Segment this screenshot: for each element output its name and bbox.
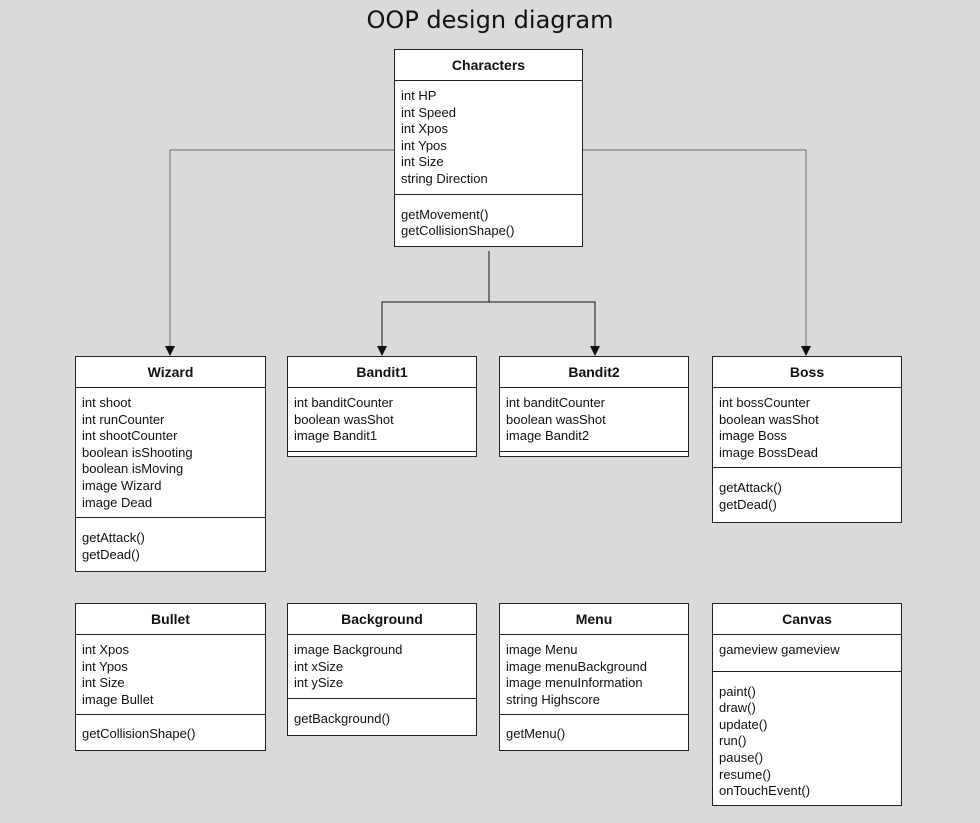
attribute-row: int ySize <box>294 675 344 691</box>
attribute-row: int Ypos <box>82 658 128 674</box>
page-title: OOP design diagram <box>366 6 614 34</box>
method-row: update() <box>719 716 768 732</box>
attribute-row: int Xpos <box>401 121 448 137</box>
attribute-row: int banditCounter <box>294 395 394 410</box>
attribute-row: int Size <box>82 675 125 691</box>
attribute-row: int Speed <box>401 104 456 120</box>
attribute-row: int xSize <box>294 658 344 674</box>
class-methods-bullet: getCollisionShape() <box>76 715 265 750</box>
class-methods-bandit2 <box>500 452 688 456</box>
attribute-row: int shootCounter <box>82 428 178 444</box>
class-attributes-bandit1: int banditCounter boolean wasShot image … <box>288 388 476 452</box>
attribute-row: int bossCounter <box>719 395 811 410</box>
attribute-row: int banditCounter <box>506 395 606 410</box>
method-row: getBackground() <box>294 710 391 726</box>
attribute-row: image Bandit1 <box>294 428 378 444</box>
connector-characters-bandit2 <box>489 301 600 356</box>
class-attributes-bullet: int Xpos int Ypos int Size image Bullet <box>76 635 265 716</box>
class-attributes-wizard: int shoot int runCounter int shootCounte… <box>76 388 265 519</box>
attribute-row: int HP <box>401 88 437 103</box>
method-row: getDead() <box>719 496 777 512</box>
attribute-row: boolean isMoving <box>82 461 184 477</box>
attribute-row: image Bandit2 <box>506 428 590 444</box>
attribute-row: int Size <box>401 154 444 170</box>
class-name-canvas: Canvas <box>713 604 901 635</box>
method-row: draw() <box>719 700 756 716</box>
attribute-row: string Direction <box>401 170 488 186</box>
attribute-row: image Menu <box>506 642 578 657</box>
attribute-row: image Bullet <box>82 691 154 707</box>
attribute-row: string Highscore <box>506 691 600 707</box>
class-methods-boss: getAttack() getDead() <box>713 468 901 521</box>
class-name-characters: Characters <box>395 50 582 81</box>
class-methods-wizard: getAttack() getDead() <box>76 518 265 571</box>
method-row: getCollisionShape() <box>82 726 196 742</box>
method-row: run() <box>719 733 747 749</box>
attribute-row: image BossDead <box>719 444 818 460</box>
class-attributes-canvas: gameview gameview <box>713 635 901 672</box>
attribute-row: boolean isShooting <box>82 444 193 460</box>
class-box-bandit1: Bandit1 int banditCounter boolean wasSho… <box>287 356 477 457</box>
class-methods-characters: getMovement() getCollisionShape() <box>395 195 582 246</box>
attribute-row: int Ypos <box>401 137 447 153</box>
attribute-row: image menuBackground <box>506 658 647 674</box>
attribute-row: image menuInformation <box>506 675 643 691</box>
class-methods-canvas: paint() draw() update() run() pause() re… <box>713 672 901 805</box>
class-name-wizard: Wizard <box>76 357 265 388</box>
attribute-row: boolean wasShot <box>294 411 394 427</box>
class-name-bullet: Bullet <box>76 604 265 635</box>
method-row: getMovement() <box>401 206 489 222</box>
attribute-row: int shoot <box>82 395 132 410</box>
class-name-menu: Menu <box>500 604 688 635</box>
class-box-background: Background image Background int xSize in… <box>287 603 477 737</box>
attribute-row: int Xpos <box>82 642 129 657</box>
attribute-row: image Boss <box>719 428 787 444</box>
class-methods-bandit1 <box>288 452 476 456</box>
method-row: getCollisionShape() <box>401 223 515 239</box>
class-attributes-menu: image Menu image menuBackground image me… <box>500 635 688 716</box>
class-box-bullet: Bullet int Xpos int Ypos int Size image … <box>75 603 266 751</box>
method-row: getAttack() <box>82 530 145 546</box>
class-attributes-bandit2: int banditCounter boolean wasShot image … <box>500 388 688 452</box>
method-row: onTouchEvent() <box>719 783 811 799</box>
class-box-boss: Boss int bossCounter boolean wasShot ima… <box>712 356 902 523</box>
connector-characters-boss <box>583 149 811 356</box>
method-row: paint() <box>719 683 756 699</box>
attribute-row: image Wizard <box>82 477 162 493</box>
attribute-row: int runCounter <box>82 411 165 427</box>
method-row: pause() <box>719 749 764 765</box>
class-name-boss: Boss <box>713 357 901 388</box>
method-row: getAttack() <box>719 480 782 496</box>
class-attributes-boss: int bossCounter boolean wasShot image Bo… <box>713 388 901 469</box>
class-box-wizard: Wizard int shoot int runCounter int shoo… <box>75 356 266 573</box>
class-name-bandit1: Bandit1 <box>288 357 476 388</box>
class-methods-background: getBackground() <box>288 699 476 736</box>
attribute-row: gameview gameview <box>719 642 840 657</box>
method-row: getDead() <box>82 546 140 562</box>
class-box-characters: Characters int HP int Speed int Xpos int… <box>394 49 583 247</box>
attribute-row: boolean wasShot <box>719 411 819 427</box>
class-name-bandit2: Bandit2 <box>500 357 688 388</box>
attribute-row: boolean wasShot <box>506 411 606 427</box>
class-methods-menu: getMenu() <box>500 715 688 750</box>
class-attributes-background: image Background int xSize int ySize <box>288 635 476 699</box>
attribute-row: image Dead <box>82 494 153 510</box>
method-row: getMenu() <box>506 726 566 742</box>
connector-characters-wizard <box>165 149 395 356</box>
class-name-background: Background <box>288 604 476 635</box>
attribute-row: image Background <box>294 642 403 657</box>
class-attributes-characters: int HP int Speed int Xpos int Ypos int S… <box>395 81 582 195</box>
connector-characters-bandit1 <box>377 301 489 356</box>
class-box-bandit2: Bandit2 int banditCounter boolean wasSho… <box>499 356 689 457</box>
method-row: resume() <box>719 766 772 782</box>
class-box-menu: Menu image Menu image menuBackground ima… <box>499 603 689 751</box>
class-box-canvas: Canvas gameview gameview paint() draw() … <box>712 603 902 806</box>
